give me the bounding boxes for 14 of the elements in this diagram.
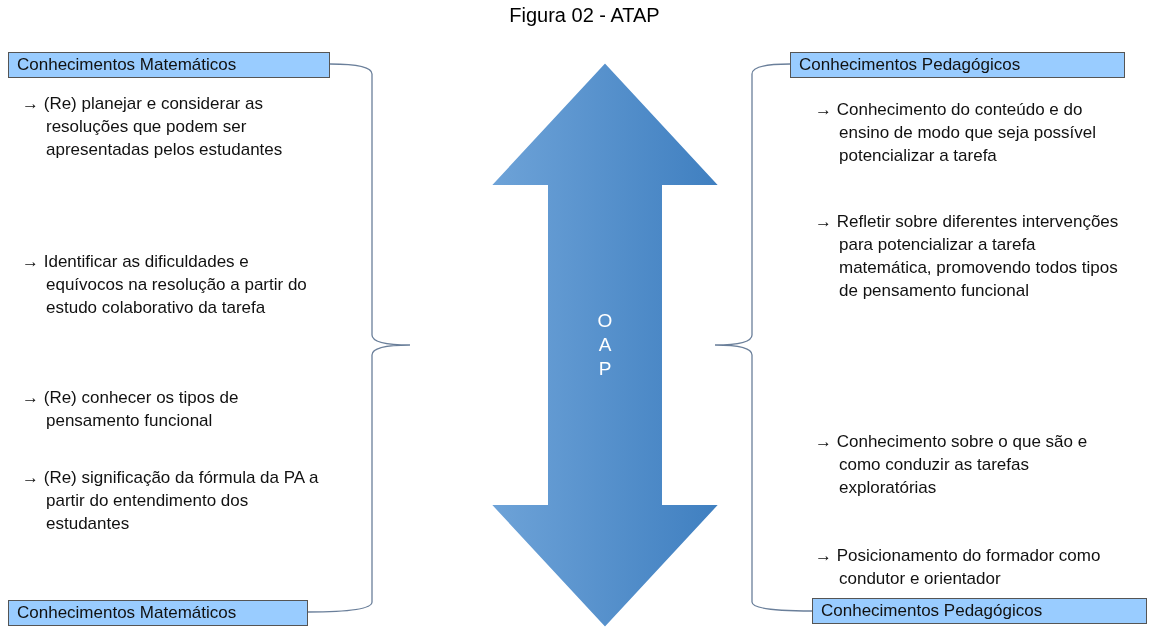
diagram-title: Figura 02 - ATAP xyxy=(508,4,661,27)
bullet-text: → Refletir sobre diferentes intervenções para potencializar a tarefa matemática, promovendo todos tipos de pensamento funcional xyxy=(815,211,1120,302)
heading-box: Conhecimentos Matemáticos xyxy=(8,52,330,78)
bullet-text: → Conhecimento sobre o que são e como conduzir as tarefas exploratórias xyxy=(815,431,1089,499)
bullet-text: → (Re) conhecer os tipos de pensamento funcional xyxy=(22,387,240,432)
heading-box: Conhecimentos Pedagógicos xyxy=(812,598,1147,624)
bullet-text: → Identificar as dificuldades e equívocos na resolução a partir do estudo colaborativo da tarefa xyxy=(22,251,308,319)
bullet-text: → Conhecimento do conteúdo e do ensino de modo que seja possível potencializar a tarefa xyxy=(815,99,1098,167)
heading-box: Conhecimentos Pedagógicos xyxy=(790,52,1125,78)
bullet-text: → (Re) significação da fórmula da PA a partir do entendimento dos estudantes xyxy=(22,467,320,535)
arrow-label: O A P xyxy=(596,309,614,381)
heading-box: Conhecimentos Matemáticos xyxy=(8,600,308,626)
bullet-text: → Posicionamento do formador como condutor e orientador xyxy=(815,545,1102,590)
bullet-text: → (Re) planejar e considerar as resoluções que podem ser apresentadas pelos estudantes xyxy=(22,93,284,161)
